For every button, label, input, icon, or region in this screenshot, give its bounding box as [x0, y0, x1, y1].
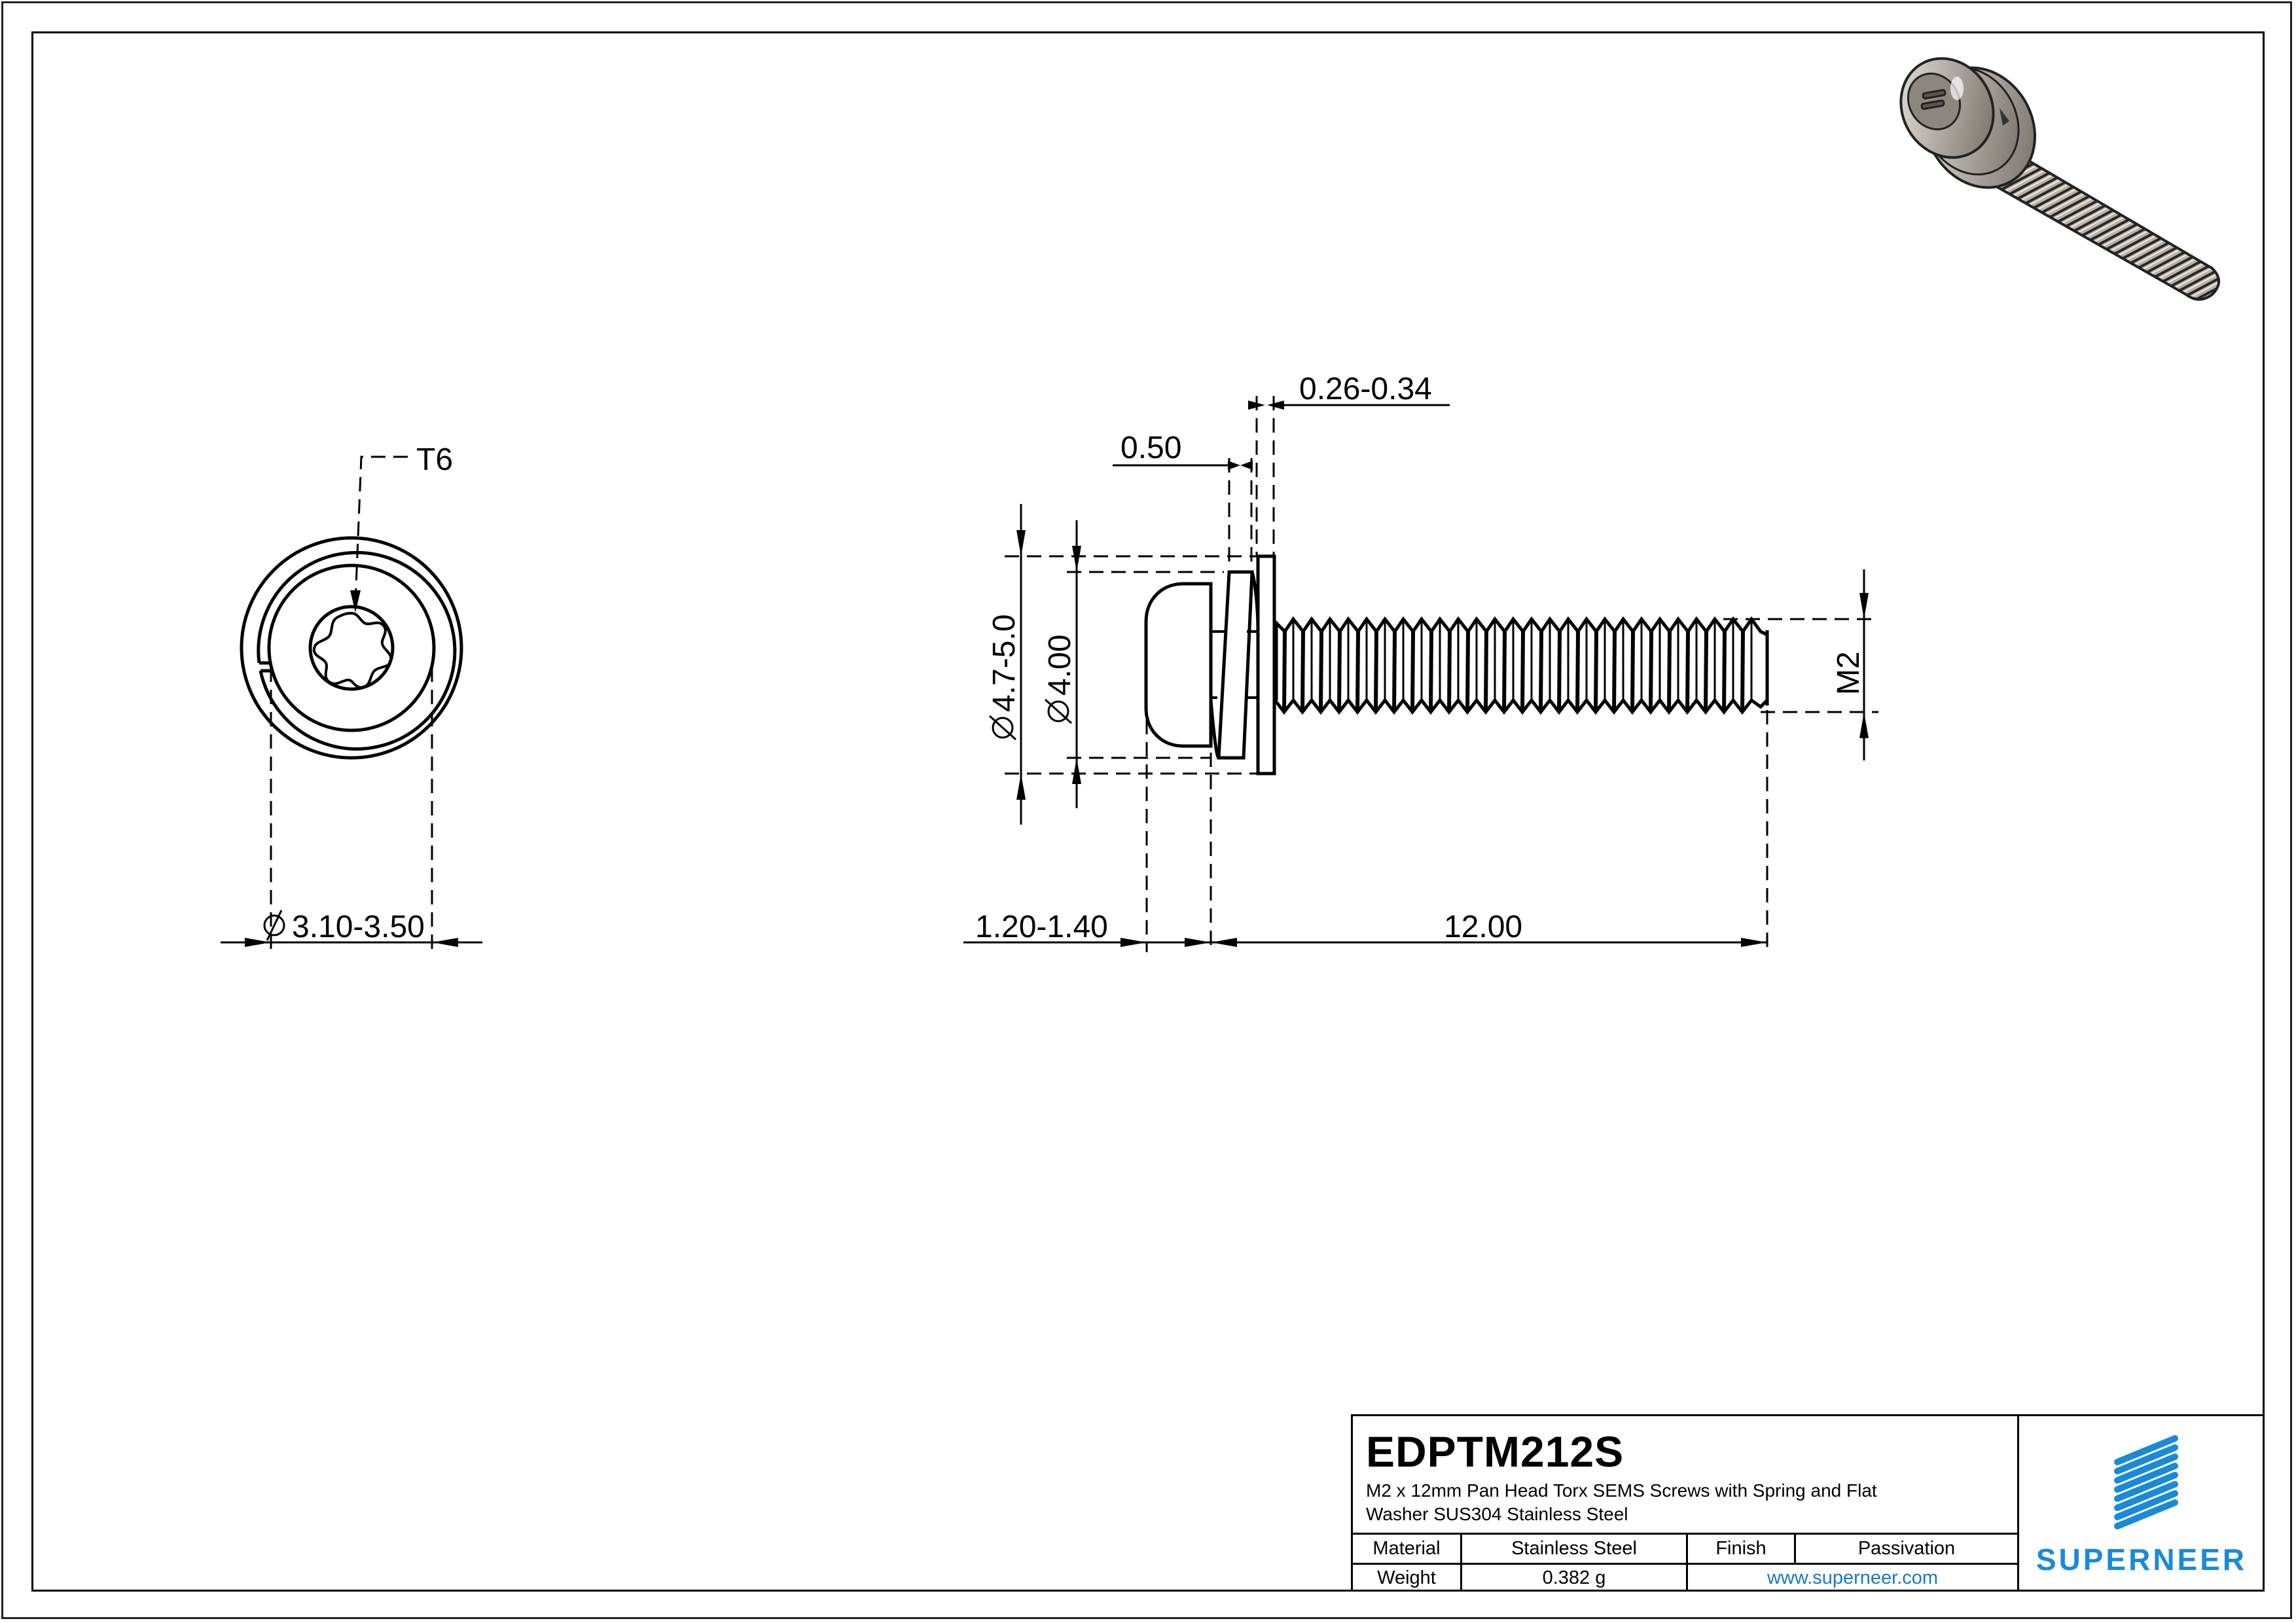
spring-washer-outline	[1217, 570, 1254, 760]
head-outline	[267, 563, 436, 732]
torx-recess-icon	[1920, 89, 1946, 110]
flat-washer-outline	[1256, 554, 1276, 776]
spec-row-weight: Weight 0.382 g www.superneer.com	[1353, 1565, 2017, 1592]
head-height-label: 1.20-1.40	[975, 910, 1108, 944]
screw-shank-render	[1994, 155, 2220, 301]
weight-value: 0.382 g	[1462, 1565, 1688, 1592]
washer-diameter-dimension: 3.10-3.50	[263, 910, 425, 944]
superneer-logo-icon	[2114, 1435, 2178, 1529]
thread-body	[1274, 616, 1769, 715]
front-view	[221, 455, 482, 957]
diameter-symbol-icon	[263, 914, 285, 936]
flat-washer-od-label: 4.7-5.0	[987, 615, 1022, 741]
sheet-inner-frame	[31, 31, 2265, 1592]
flat-washer-thickness-dimension-line	[1248, 401, 1450, 410]
spring-washer-outline	[257, 550, 457, 751]
description-line-1: M2 x 12mm Pan Head Torx SEMS Screws with…	[1366, 1480, 1877, 1501]
finish-value: Passivation	[1857, 1538, 1956, 1559]
svg-text:4.7-5.0: 4.7-5.0	[987, 615, 1022, 712]
description-line-2: Washer SUS304 Stainless Steel	[1366, 1504, 1628, 1524]
material-value: Stainless Steel	[1462, 1535, 1688, 1563]
part-number: EDPTM212S	[1366, 1427, 1624, 1476]
thread-size-label: M2	[1831, 651, 1866, 695]
website-link[interactable]: www.superneer.com	[1767, 1567, 1939, 1588]
pan-head-outline	[1144, 582, 1213, 748]
svg-text:4.00: 4.00	[1043, 635, 1077, 696]
extension-lines	[1005, 396, 1878, 952]
flat-washer-thickness-label: 0.26-0.34	[1299, 372, 1432, 406]
spring-washer-thickness-label: 0.50	[1121, 431, 1181, 465]
material-label: Material	[1353, 1535, 1462, 1563]
brand-logo: SUPERNEER	[2019, 1416, 2264, 1592]
flat-washer-outline	[240, 536, 463, 760]
finish-label: Finish	[1688, 1535, 1796, 1563]
part-description: M2 x 12mm Pan Head Torx SEMS Screws with…	[1366, 1479, 2007, 1526]
brand-name: SUPERNEER	[2036, 1543, 2248, 1577]
title-block-main: EDPTM212S M2 x 12mm Pan Head Torx SEMS S…	[1353, 1416, 2019, 1592]
weight-label: Weight	[1353, 1565, 1462, 1592]
title-block: EDPTM212S M2 x 12mm Pan Head Torx SEMS S…	[1351, 1414, 2264, 1592]
spring-washer-thickness-dimension-line	[1113, 461, 1253, 470]
diameter-symbol-icon	[1047, 700, 1069, 722]
head-diameter-label: 4.00	[1043, 635, 1077, 724]
length-label: 12.00	[1444, 910, 1522, 944]
svg-text:M2: M2	[1831, 651, 1866, 695]
torx-t6-icon	[312, 611, 393, 689]
drive-recess-circle	[308, 605, 395, 691]
diameter-symbol-icon	[992, 717, 1014, 739]
torx-size-label: T6	[416, 442, 453, 477]
svg-text:3.10-3.50: 3.10-3.50	[292, 910, 425, 944]
screw-head-render	[1899, 57, 1995, 159]
spec-row-material: Material Stainless Steel Finish Passivat…	[1353, 1535, 2017, 1565]
screw-3d-render	[1899, 57, 2220, 301]
spec-table: Material Stainless Steel Finish Passivat…	[1353, 1533, 2017, 1592]
side-view	[963, 396, 1878, 952]
